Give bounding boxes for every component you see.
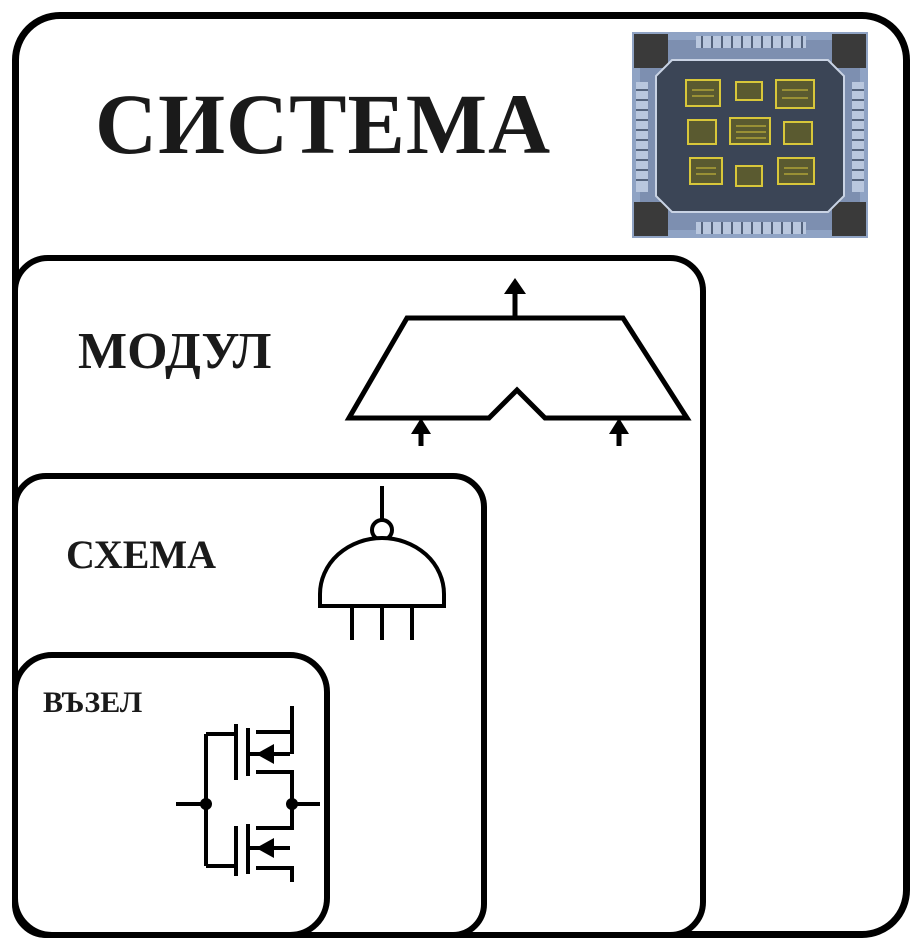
cmos-transistor-icon — [172, 698, 324, 884]
module-label: МОДУЛ — [78, 322, 271, 381]
node-label: ВЪЗЕЛ — [43, 686, 142, 720]
multiplexer-icon — [345, 276, 693, 460]
chip-die-icon — [632, 32, 868, 238]
nand-gate-icon — [312, 482, 462, 644]
system-label: СИСТЕМА — [95, 74, 551, 174]
circuit-label: СХЕМА — [66, 531, 216, 578]
